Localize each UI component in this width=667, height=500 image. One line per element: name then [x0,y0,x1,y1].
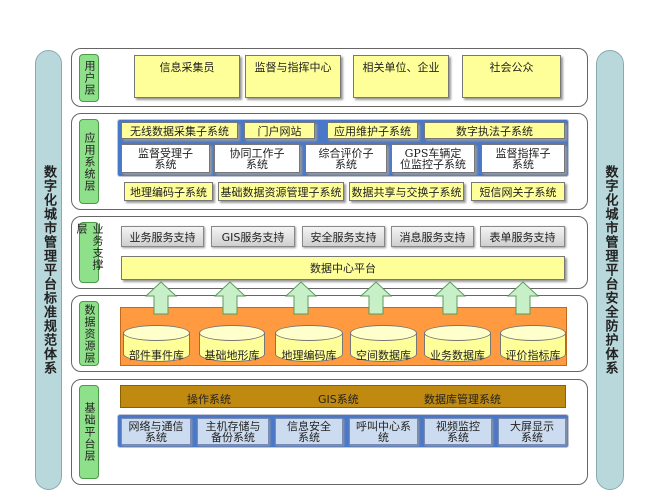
user-item-public: 社会公众 [462,55,561,98]
user-item-enterprises: 相关单位、企业 [353,55,449,98]
app-layer-label: 应用系统层 [79,119,99,204]
service-form: 表单服务支持 [480,226,565,247]
app-wireless-collection: 无线数据采集子系统 [121,122,238,139]
app-base-data-management: 基础数据资源管理子系统 [218,182,344,201]
data-center-platform: 数据中心平台 [121,256,565,280]
db-terrain: 基础地形库 [199,325,265,362]
app-collaboration: 协同工作子系统 [214,144,300,173]
left-sidebar-standards: 数字化城市管理平台标准规范体系 [35,50,62,490]
up-arrow-3 [284,281,318,315]
up-arrow-4 [359,281,393,315]
right-sidebar-label: 数字化城市管理平台安全防护体系 [602,165,618,375]
app-evaluation: 综合评价子系统 [305,144,387,173]
base-layer-label: 基础平台层 [79,385,99,479]
app-sms-gateway: 短信网关子系统 [471,182,565,201]
base-os: 操作系统 [187,393,231,406]
base-gis: GIS系统 [318,393,359,406]
base-hardware-block [117,414,569,448]
base-big-screen: 大屏显示系统 [498,418,566,445]
data-layer-label: 数据资源层 [79,301,99,366]
service-security: 安全服务支持 [302,226,385,247]
base-video-monitor: 视频监控系统 [424,418,492,445]
base-dbms: 数据库管理系统 [424,393,501,406]
user-item-command-center: 监督与指挥中心 [245,55,341,98]
app-geocoding: 地理编码子系统 [124,182,213,201]
app-portal: 门户网站 [244,122,315,139]
db-evaluation: 评价指标库 [500,325,566,362]
service-business: 业务服务支持 [121,226,204,247]
right-sidebar-security: 数字化城市管理平台安全防护体系 [596,50,624,490]
db-component-event: 部件事件库 [123,325,190,362]
app-data-sharing: 数据共享与交换子系统 [349,182,464,201]
db-spatial: 空间数据库 [350,325,417,362]
user-layer-label: 用户层 [79,54,99,102]
left-sidebar-label: 数字化城市管理平台标准规范体系 [41,165,56,375]
app-maintenance: 应用维护子系统 [327,122,418,139]
app-supervision-acceptance: 监督受理子系统 [121,144,210,173]
base-software-bar: 操作系统 GIS系统 数据库管理系统 [120,385,566,408]
up-arrow-5 [433,281,467,315]
app-gps-monitoring: GPS车辆定位监控子系统 [391,144,475,173]
data-resource-bar [120,307,567,366]
db-geocoding: 地理编码库 [275,325,343,362]
service-message: 消息服务支持 [391,226,474,247]
app-law-enforcement: 数字执法子系统 [424,122,565,139]
base-storage: 主机存储与备份系统 [197,418,269,445]
base-network: 网络与通信系统 [121,418,191,445]
user-item-collector: 信息采集员 [134,55,240,98]
service-gis: GIS服务支持 [211,226,295,247]
up-arrow-2 [213,281,247,315]
base-call-center: 呼叫中心系统 [349,418,418,445]
base-info-security: 信息安全系统 [275,418,343,445]
up-arrow-1 [144,281,178,315]
app-supervision-command: 监督指挥子系统 [481,144,565,173]
db-business: 业务数据库 [424,325,491,362]
up-arrow-6 [506,281,540,315]
service-layer-label: 业务支撑层 [75,222,104,283]
